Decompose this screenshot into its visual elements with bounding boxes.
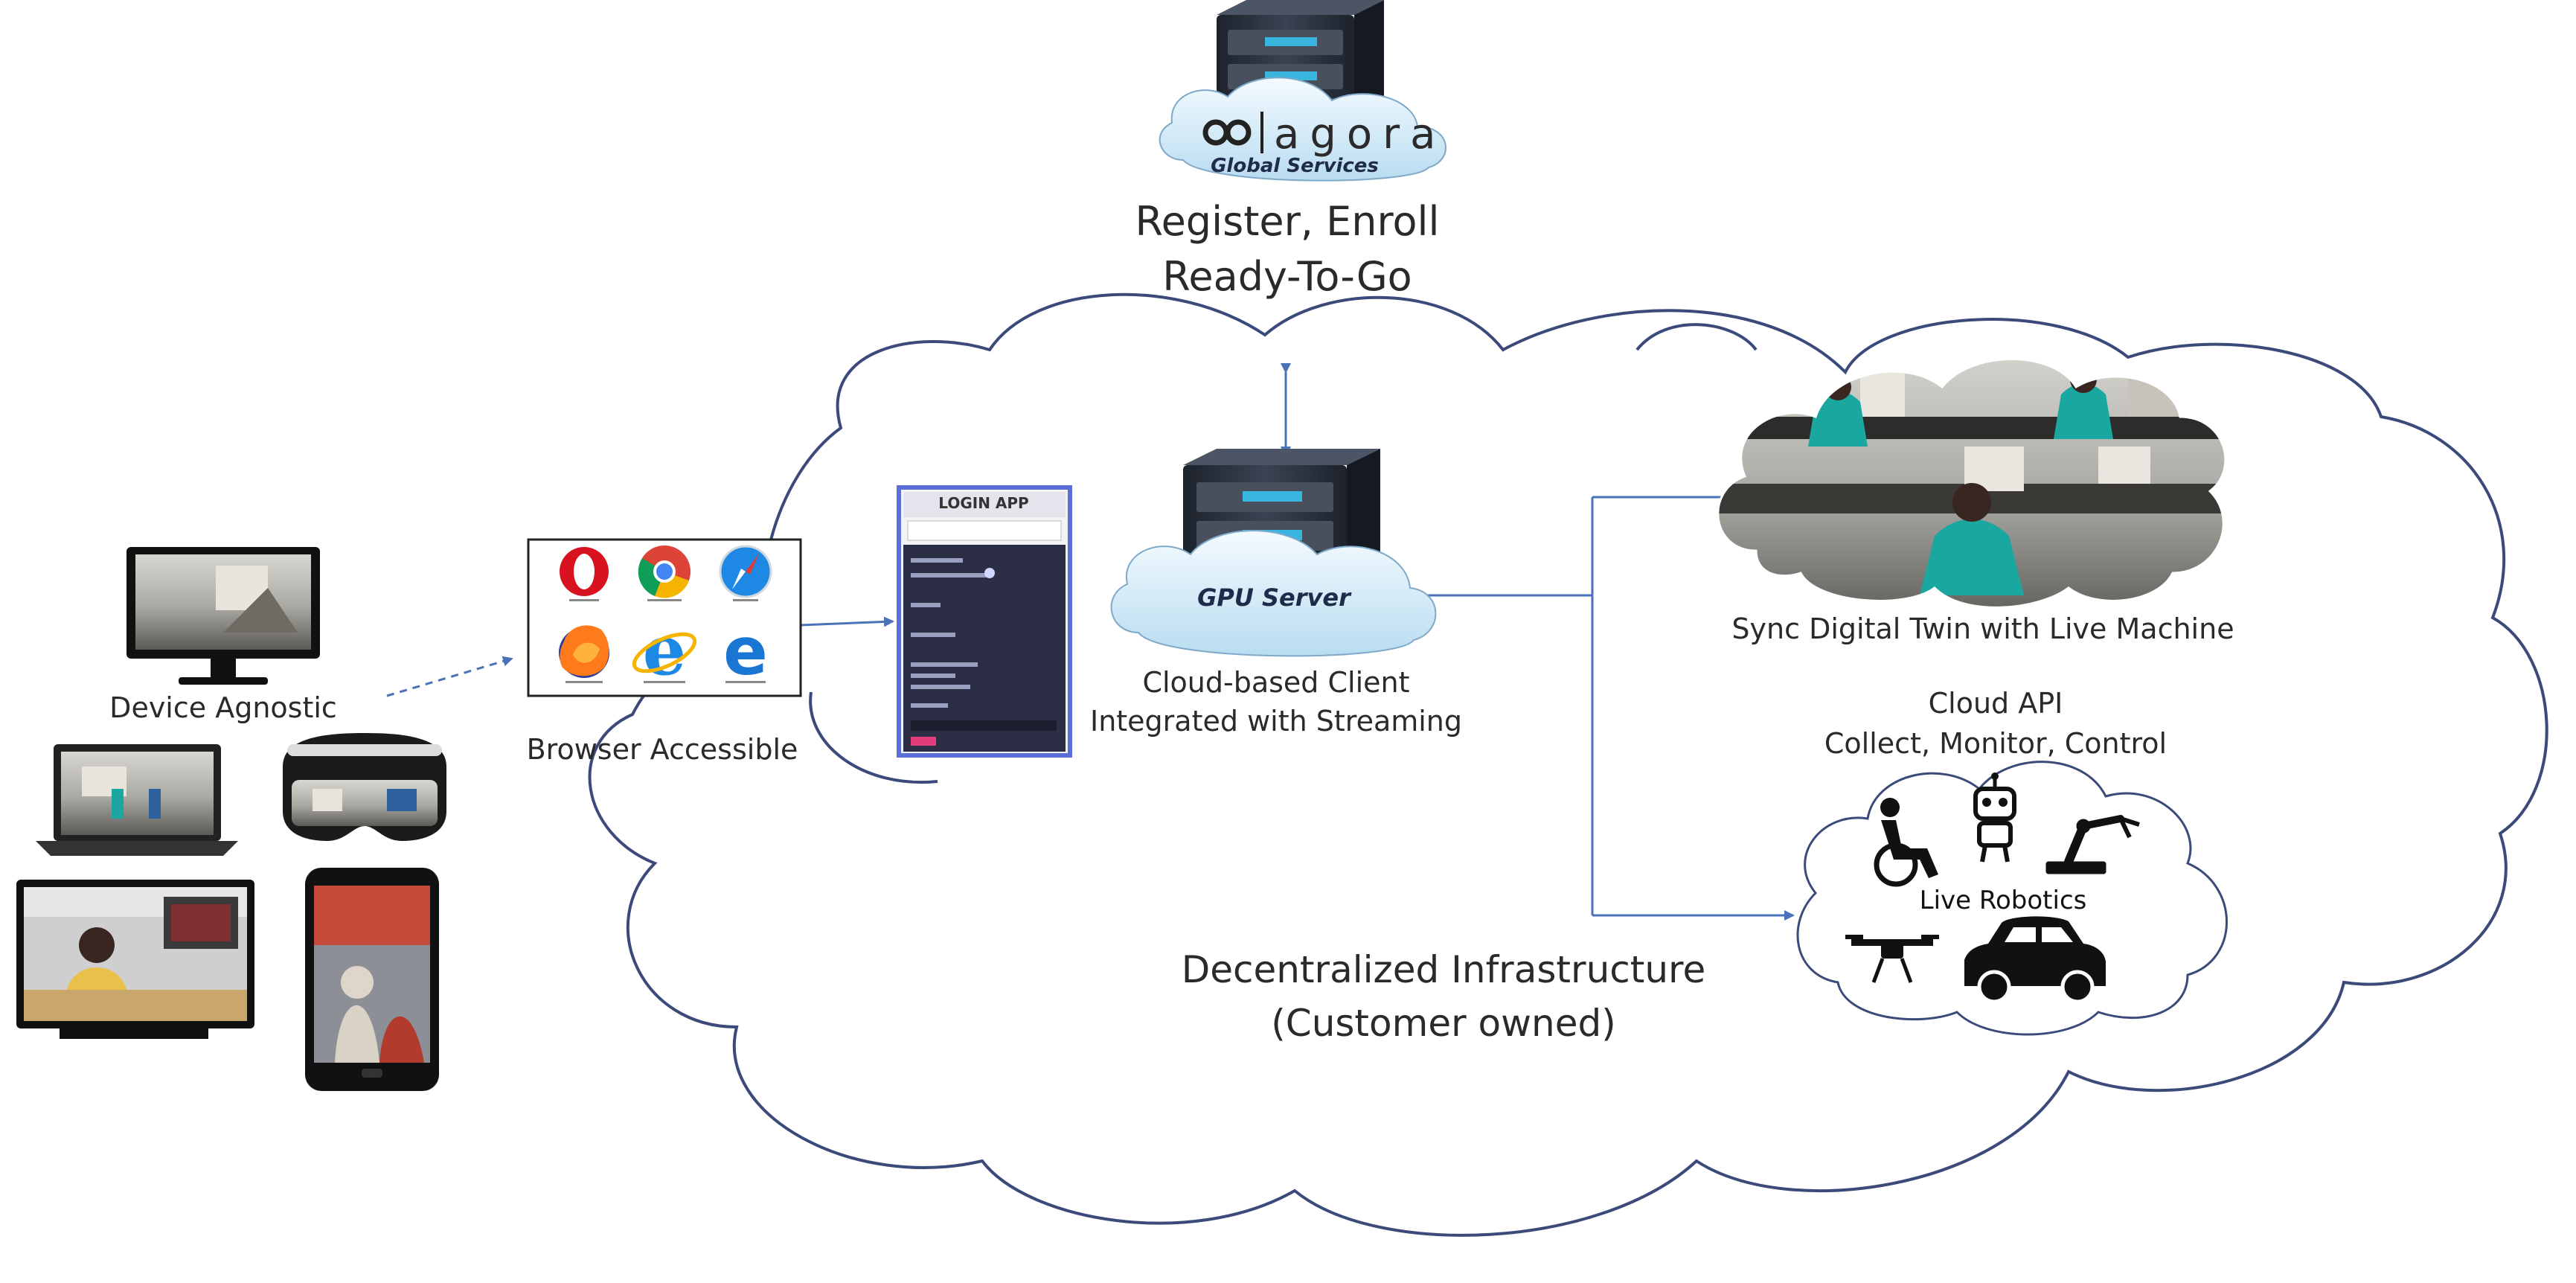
agora-caption-line1: Register, Enroll: [1135, 198, 1440, 245]
arrow-browser-to-login: [800, 616, 894, 627]
avatar: [1808, 383, 2113, 595]
gpu-server: [1110, 449, 1437, 657]
vr-headset-icon: [283, 733, 446, 841]
infrastructure-cloud: [588, 292, 2548, 1237]
digital-twin-scene: [1717, 358, 2227, 609]
gpu-caption-line2: Integrated with Streaming: [1089, 705, 1463, 738]
internet-explorer-icon: e: [632, 610, 697, 691]
device-agnostic-caption: Device Agnostic: [109, 691, 337, 724]
digital-twin-caption: Sync Digital Twin with Live Machine: [1731, 612, 2234, 645]
agora-cloud-shape: [1159, 77, 1446, 182]
browser-icons-box: e e: [527, 538, 802, 697]
safari-icon: [719, 545, 772, 598]
drone-icon: [1845, 935, 1939, 983]
desktop-monitor-icon: [16, 880, 254, 1039]
gpu-server-label: GPU Server: [1197, 583, 1351, 612]
devices-group: [16, 547, 446, 1091]
firefox-icon: [559, 625, 609, 678]
edge-icon: e: [723, 613, 768, 690]
wheelchair-icon: [1874, 798, 1938, 887]
cloud-api-line2: Collect, Monitor, Control: [1824, 727, 2168, 760]
robot-icon: [1973, 772, 2016, 863]
phone-icon: [305, 868, 439, 1091]
gpu-caption-line1: Cloud-based Client: [1142, 666, 1410, 699]
laptop-icon: [36, 744, 238, 856]
browser-accessible-caption: Browser Accessible: [526, 733, 798, 766]
svg-text:e: e: [723, 613, 768, 690]
infrastructure-line2: (Customer owned): [1271, 1002, 1616, 1045]
login-app-title: LOGIN APP: [938, 494, 1029, 512]
robot-arm-icon: [2045, 815, 2140, 874]
monitor-icon: [126, 547, 320, 685]
infrastructure-line1: Decentralized Infrastructure: [1181, 948, 1706, 991]
login-app-screenshot: [897, 485, 1072, 758]
connectors: [386, 363, 1795, 921]
agora-infinity-icon: [1202, 119, 1252, 146]
agora-caption-line2: Ready-To-Go: [1162, 253, 1412, 300]
agora-global-services: [1159, 0, 1446, 182]
opera-icon: [560, 547, 609, 596]
live-robotics-label: Live Robotics: [1919, 886, 2087, 915]
agora-subtitle: Global Services: [1211, 155, 1379, 177]
svg-text:e: e: [643, 610, 687, 691]
avatar: [67, 967, 126, 990]
live-robotics-cloud: [1796, 761, 2228, 1036]
arrow-device-to-browser: [386, 656, 513, 697]
car-icon: [1964, 916, 2106, 1004]
chrome-icon: [638, 545, 691, 598]
cloud-api-line1: Cloud API: [1928, 687, 2063, 720]
agora-brand: agora: [1274, 110, 1446, 159]
gpu-cloud-shape: [1110, 530, 1437, 657]
